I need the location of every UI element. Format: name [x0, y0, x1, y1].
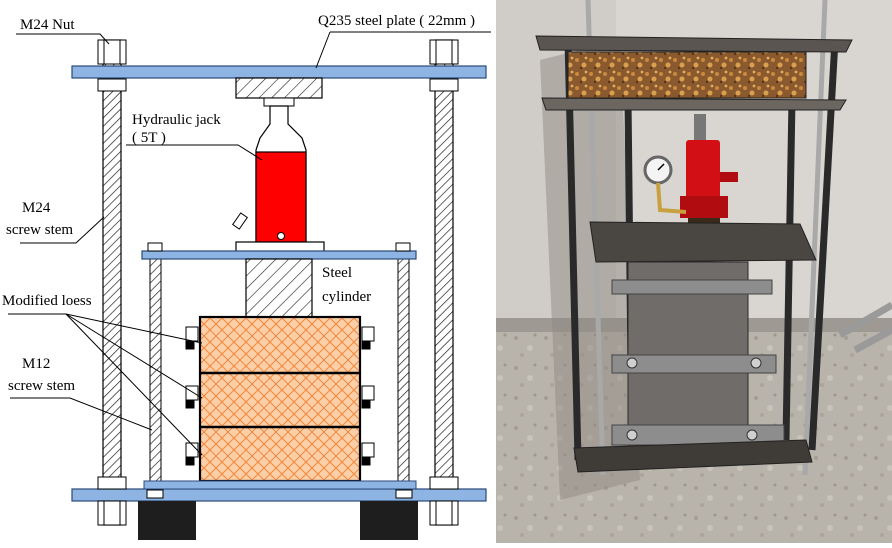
middle-steel-plate [141, 250, 417, 260]
m24-screw-stem-left [102, 39, 122, 526]
top-steel-plate [71, 65, 487, 79]
bottom-steel-plate [71, 488, 487, 502]
clamp-bolts [185, 326, 375, 466]
label-hydraulic-jack-line2: ( 5T ) [132, 130, 166, 146]
label-modified-loess: Modified loess [2, 293, 92, 309]
m24-nut-top-right [429, 39, 459, 92]
m24-nut-bottom-left [97, 476, 127, 526]
angle-iron-photo [838, 301, 892, 354]
leader-lines [8, 31, 492, 456]
schematic: M24 Nut Q235 steel plate ( 22mm ) Hydrau… [2, 13, 492, 540]
label-steel-cylinder-line1: Steel [322, 265, 352, 281]
m24-screw-stem-right [434, 39, 454, 526]
rusted-block-photo [567, 51, 807, 99]
m12-nut-top-left [147, 242, 163, 252]
jack-top-block [235, 77, 323, 99]
m12-nut-bottom [146, 489, 413, 499]
m24-nut-bottom-right [429, 476, 459, 526]
base-plate [143, 480, 417, 490]
panel-divider [491, 0, 496, 543]
label-m24-screw-stem-line1: M24 [22, 200, 51, 216]
modified-loess-box [198, 315, 362, 483]
apparatus-photo [496, 0, 892, 543]
label-hydraulic-jack-line1: Hydraulic jack [132, 112, 221, 128]
label-m24-nut: M24 Nut [20, 17, 75, 33]
label-steel-plate: Q235 steel plate ( 22mm ) [318, 13, 475, 29]
label-steel-cylinder-line2: cylinder [322, 289, 371, 305]
hydraulic-jack [232, 97, 325, 253]
label-m12-screw-stem-line2: screw stem [8, 378, 75, 394]
label-m12-screw-stem-line1: M12 [22, 356, 50, 372]
label-m24-screw-stem-line2: screw stem [6, 222, 73, 238]
support-block-left [138, 501, 196, 540]
support-block-right [360, 501, 418, 540]
m12-screw-stem-left [149, 249, 162, 491]
m12-screw-stem-right [397, 249, 410, 491]
m12-nut-top-right [395, 242, 411, 252]
steel-cylinder [245, 258, 313, 318]
m24-nut-top-left [97, 39, 127, 92]
